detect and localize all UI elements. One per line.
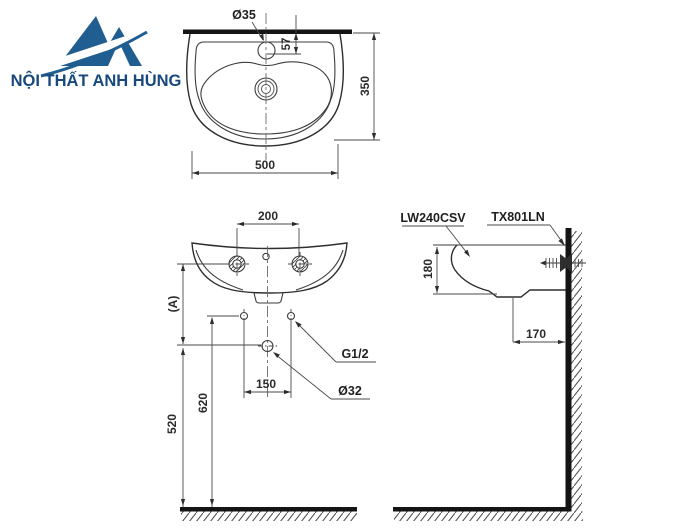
svg-text:200: 200 bbox=[258, 209, 278, 223]
faucet-hole bbox=[257, 41, 276, 60]
basin-front-outline bbox=[191, 242, 348, 294]
svg-text:57: 57 bbox=[281, 38, 293, 51]
drain-tab bbox=[253, 292, 284, 304]
svg-text:LW240CSV: LW240CSV bbox=[400, 211, 466, 225]
svg-text:(A): (A) bbox=[166, 296, 180, 313]
label-drain-pipe-diameter: Ø32 bbox=[273, 352, 370, 400]
basin-front-accent-left bbox=[195, 249, 244, 291]
svg-text:620: 620 bbox=[196, 393, 210, 413]
dim-drain-wall-offset: 170 bbox=[513, 327, 565, 345]
logo-mark-icon bbox=[40, 16, 148, 78]
dim-supply-height: 620 bbox=[196, 315, 239, 507]
company-name: NỘI THẤT ANH HÙNG bbox=[11, 71, 182, 90]
drain-pipe-hole bbox=[258, 339, 277, 353]
wall bbox=[565, 228, 582, 512]
dim-basin-depth: 350 bbox=[334, 32, 380, 141]
label-basin-model: LW240CSV bbox=[400, 211, 470, 257]
front-view: 200 (A) 520 bbox=[165, 209, 376, 521]
back-ledge-line bbox=[183, 29, 352, 34]
bowl-outline bbox=[200, 61, 332, 135]
mounting-bolt bbox=[540, 254, 586, 272]
svg-text:TX801LN: TX801LN bbox=[491, 210, 545, 224]
supply-hole-left bbox=[239, 309, 249, 323]
label-mounting-kit-model: TX801LN bbox=[487, 210, 565, 246]
label-supply-thread: G1/2 bbox=[295, 321, 376, 363]
svg-text:500: 500 bbox=[255, 158, 275, 172]
svg-text:520: 520 bbox=[165, 414, 179, 434]
svg-text:Ø32: Ø32 bbox=[338, 384, 362, 398]
svg-text:150: 150 bbox=[256, 377, 276, 391]
svg-text:Ø35: Ø35 bbox=[232, 8, 256, 22]
svg-text:170: 170 bbox=[526, 327, 546, 341]
label-faucet-diameter: Ø35 bbox=[232, 8, 264, 41]
floor-right bbox=[393, 507, 583, 521]
basin-inner-rim bbox=[194, 41, 336, 140]
dim-mount-hole-spacing: 200 bbox=[236, 209, 300, 256]
basin-outer-outline bbox=[186, 33, 344, 147]
company-logo: NỘI THẤT ANH HÙNG bbox=[11, 16, 182, 90]
basin-side-profile bbox=[450, 244, 566, 298]
basin-front-accent-right bbox=[295, 249, 344, 291]
dim-basin-height: 180 bbox=[421, 247, 440, 293]
supply-hole-right bbox=[286, 309, 296, 323]
side-view: 180 170 LW24 bbox=[393, 210, 586, 521]
floor-left bbox=[180, 507, 357, 521]
dim-basin-width: 500 bbox=[191, 144, 339, 179]
svg-text:350: 350 bbox=[358, 76, 372, 96]
dim-supply-spacing: 150 bbox=[243, 322, 292, 398]
top-view: 57 Ø35 350 500 bbox=[183, 8, 380, 179]
dim-reference-height: (A) bbox=[166, 263, 261, 346]
dim-drain-height: 520 bbox=[165, 348, 186, 507]
svg-text:G1/2: G1/2 bbox=[341, 347, 368, 361]
mount-hole-right bbox=[288, 252, 312, 276]
dim-faucet-offset: 57 bbox=[267, 15, 301, 55]
overflow-hole bbox=[262, 252, 270, 261]
svg-text:180: 180 bbox=[421, 259, 435, 279]
